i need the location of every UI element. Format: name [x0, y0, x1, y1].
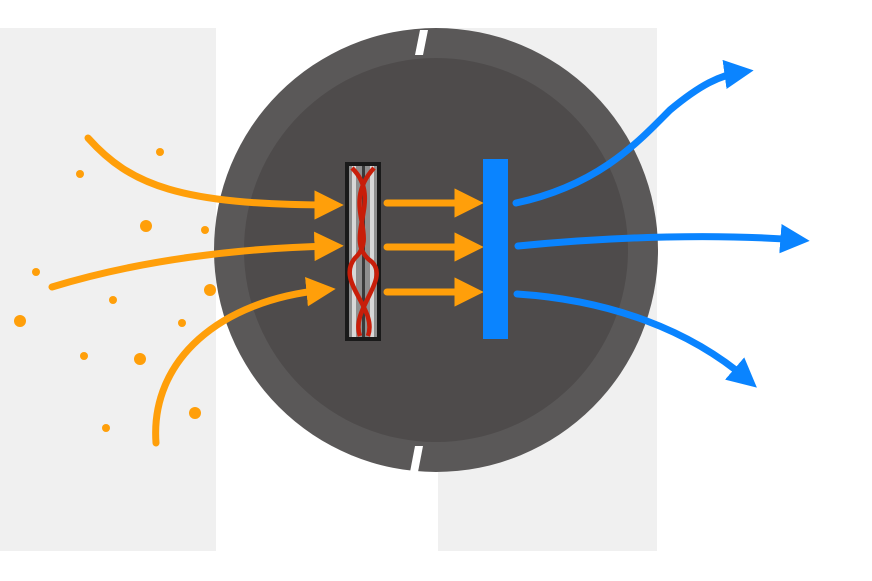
output-arrows [512, 59, 810, 388]
filter-coil-icon [345, 162, 381, 341]
particle-dot [32, 268, 40, 276]
particle-dot [189, 407, 201, 419]
particle-dot [204, 284, 216, 296]
output-arrow-top [512, 59, 754, 207]
filter-stripe-1 [352, 166, 356, 337]
output-arrow-middle [514, 223, 810, 254]
blue-barrier-bar [483, 159, 508, 339]
particle-dot [76, 170, 84, 178]
input-arrows [48, 134, 344, 447]
particle-dot [80, 352, 88, 360]
filter-wire-2 [347, 166, 376, 337]
device-bottom-notch [410, 446, 423, 472]
particle-dot [156, 148, 164, 156]
inner-arrows [383, 188, 484, 307]
particle-dot [140, 220, 152, 232]
input-arrow-top [84, 134, 344, 220]
input-particles [14, 148, 216, 432]
particle-dot [178, 319, 186, 327]
left-background-panel [0, 28, 216, 551]
device-top-notch [415, 30, 428, 55]
particle-dot [109, 296, 117, 304]
particle-dot [201, 226, 209, 234]
output-arrow-bottom [513, 290, 757, 388]
input-arrow-bottom [152, 277, 336, 447]
particle-dot [134, 353, 146, 365]
input-arrow-middle [48, 231, 344, 291]
particle-dot [14, 315, 26, 327]
filter-stripe-3 [370, 166, 374, 337]
particle-dot [102, 424, 110, 432]
